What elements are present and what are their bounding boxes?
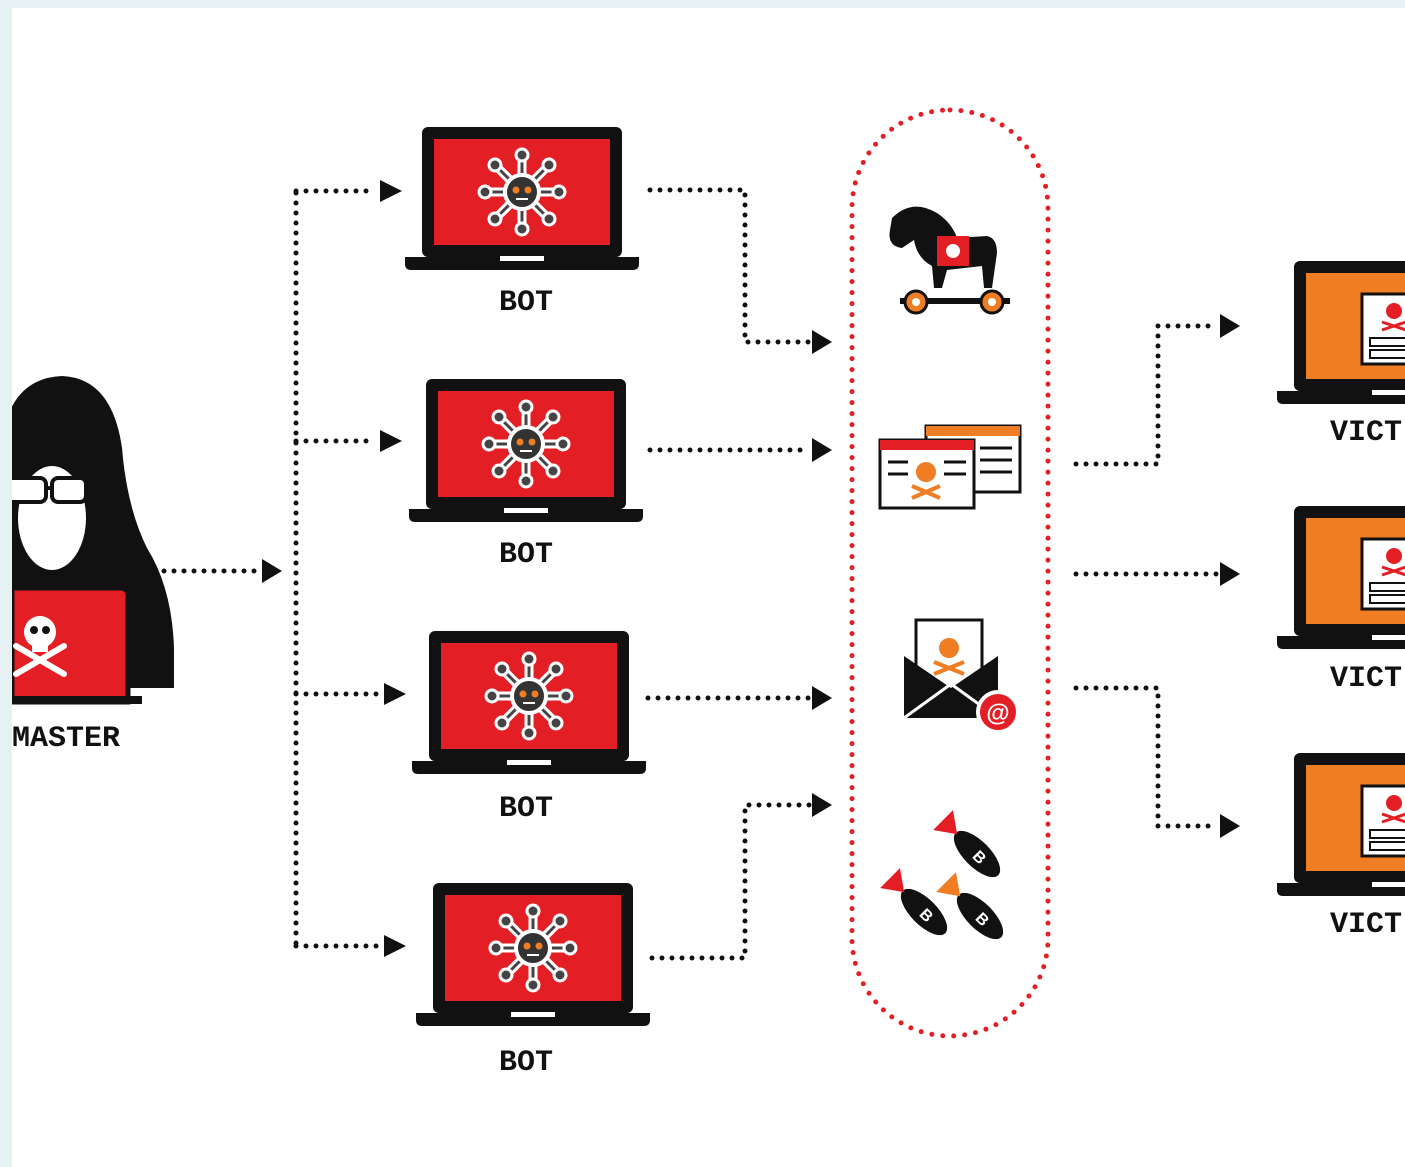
arrow-icon: [812, 438, 832, 462]
victim-label: VICT: [1330, 908, 1402, 942]
arrow-icon: [812, 793, 832, 817]
bot-label: BOT: [499, 1046, 553, 1080]
bot-laptop-3: BOT: [412, 631, 646, 826]
email-at-symbol: @: [986, 700, 1009, 727]
master-hacker-icon: [12, 376, 174, 705]
malware-window-icon: [878, 424, 1022, 510]
victim-laptop-1: VICT: [1275, 259, 1405, 450]
victim-label: VICT: [1330, 662, 1402, 696]
bot-laptop-1: BOT: [405, 127, 639, 320]
phishing-email-icon: @: [903, 618, 1020, 734]
victim-laptop-3: VICT: [1275, 751, 1405, 942]
diagram-panel: MASTER BOT BOT BOT BOT: [12, 8, 1405, 1167]
arrow-icon: [380, 180, 402, 202]
victim-label: VICT: [1330, 416, 1402, 450]
victim-laptop-2: VICT: [1275, 504, 1405, 696]
bot-arrows: [293, 180, 406, 957]
arrow-icon: [812, 686, 832, 710]
master-label: MASTER: [12, 722, 120, 756]
bomb-icon: B B B: [880, 810, 1004, 940]
bot-label: BOT: [499, 286, 553, 320]
arrow-icon: [1220, 814, 1240, 838]
arrow-icon: [380, 430, 402, 452]
arrow-icon: [384, 683, 406, 705]
arrow-icon: [384, 935, 406, 957]
trojan-horse-icon: [889, 206, 1010, 315]
arrow-icon: [812, 330, 832, 354]
botnet-diagram: MASTER BOT BOT BOT BOT: [12, 107, 1405, 1080]
bot-laptop-2: BOT: [409, 379, 643, 572]
arrow-icon: [1220, 314, 1240, 338]
master-arrow-icon: [262, 559, 282, 583]
attack-to-victim-connectors: [1073, 314, 1240, 838]
attack-cluster-outline: [849, 107, 1051, 1039]
bot-label: BOT: [499, 538, 553, 572]
bot-label: BOT: [499, 792, 553, 826]
arrow-icon: [1220, 562, 1240, 586]
bot-laptop-4: BOT: [416, 883, 650, 1080]
bot-to-attack-connectors: [645, 187, 832, 961]
